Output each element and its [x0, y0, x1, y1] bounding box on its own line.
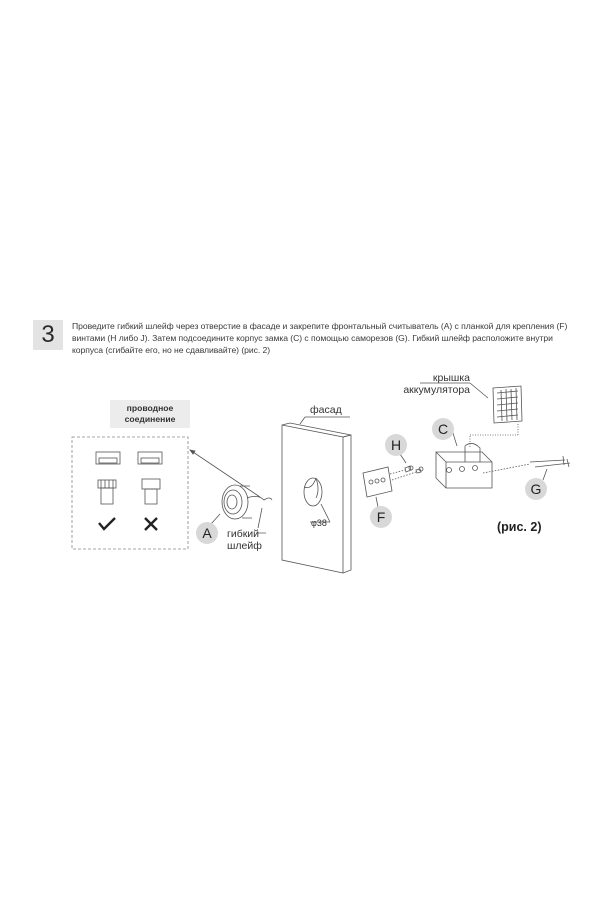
badge-c: C: [432, 418, 454, 440]
hole-diameter-label: φ38: [311, 518, 327, 528]
screws-h: [389, 465, 424, 481]
battery-cover: [492, 385, 523, 424]
flex-cable-label-line1: гибкий: [227, 528, 260, 540]
lock-body-c: [435, 423, 519, 489]
wired-connection-box: [71, 436, 189, 550]
connector-socket-icon: [95, 451, 163, 465]
checkmark-icon: [98, 517, 116, 531]
flex-cable-label-line2: шлейф: [227, 540, 262, 552]
battery-cover-label: крышка аккумулятора: [398, 372, 470, 396]
mounting-plate-f: [362, 466, 393, 498]
facade-panel: [281, 422, 352, 574]
plug-correct-icon: [97, 479, 117, 505]
facade-label: фасад: [310, 404, 342, 416]
badge-g: G: [525, 478, 547, 500]
flex-cable-label: гибкий шлейф: [227, 528, 262, 552]
step-number-box: 3: [33, 320, 63, 350]
plug-wrong-icon: [141, 478, 161, 505]
badge-f: F: [370, 506, 392, 528]
badge-a: A: [196, 522, 218, 544]
battery-cover-label-line1: крышка: [432, 372, 470, 384]
step-instruction: Проведите гибкий шлейф через отверстие в…: [72, 321, 568, 355]
battery-cover-label-line2: аккумулятора: [403, 384, 470, 396]
cross-icon: [144, 517, 158, 531]
wired-connection-title-line2: соединение: [124, 414, 176, 424]
wired-connection-title-line1: проводное: [126, 403, 174, 413]
step-number: 3: [41, 321, 55, 348]
badge-h: H: [385, 434, 407, 456]
wired-connection-title: проводное соединение: [110, 400, 190, 428]
front-reader-a: [221, 484, 273, 520]
figure-caption: (рис. 2): [497, 520, 542, 534]
screws-g: [482, 455, 571, 474]
